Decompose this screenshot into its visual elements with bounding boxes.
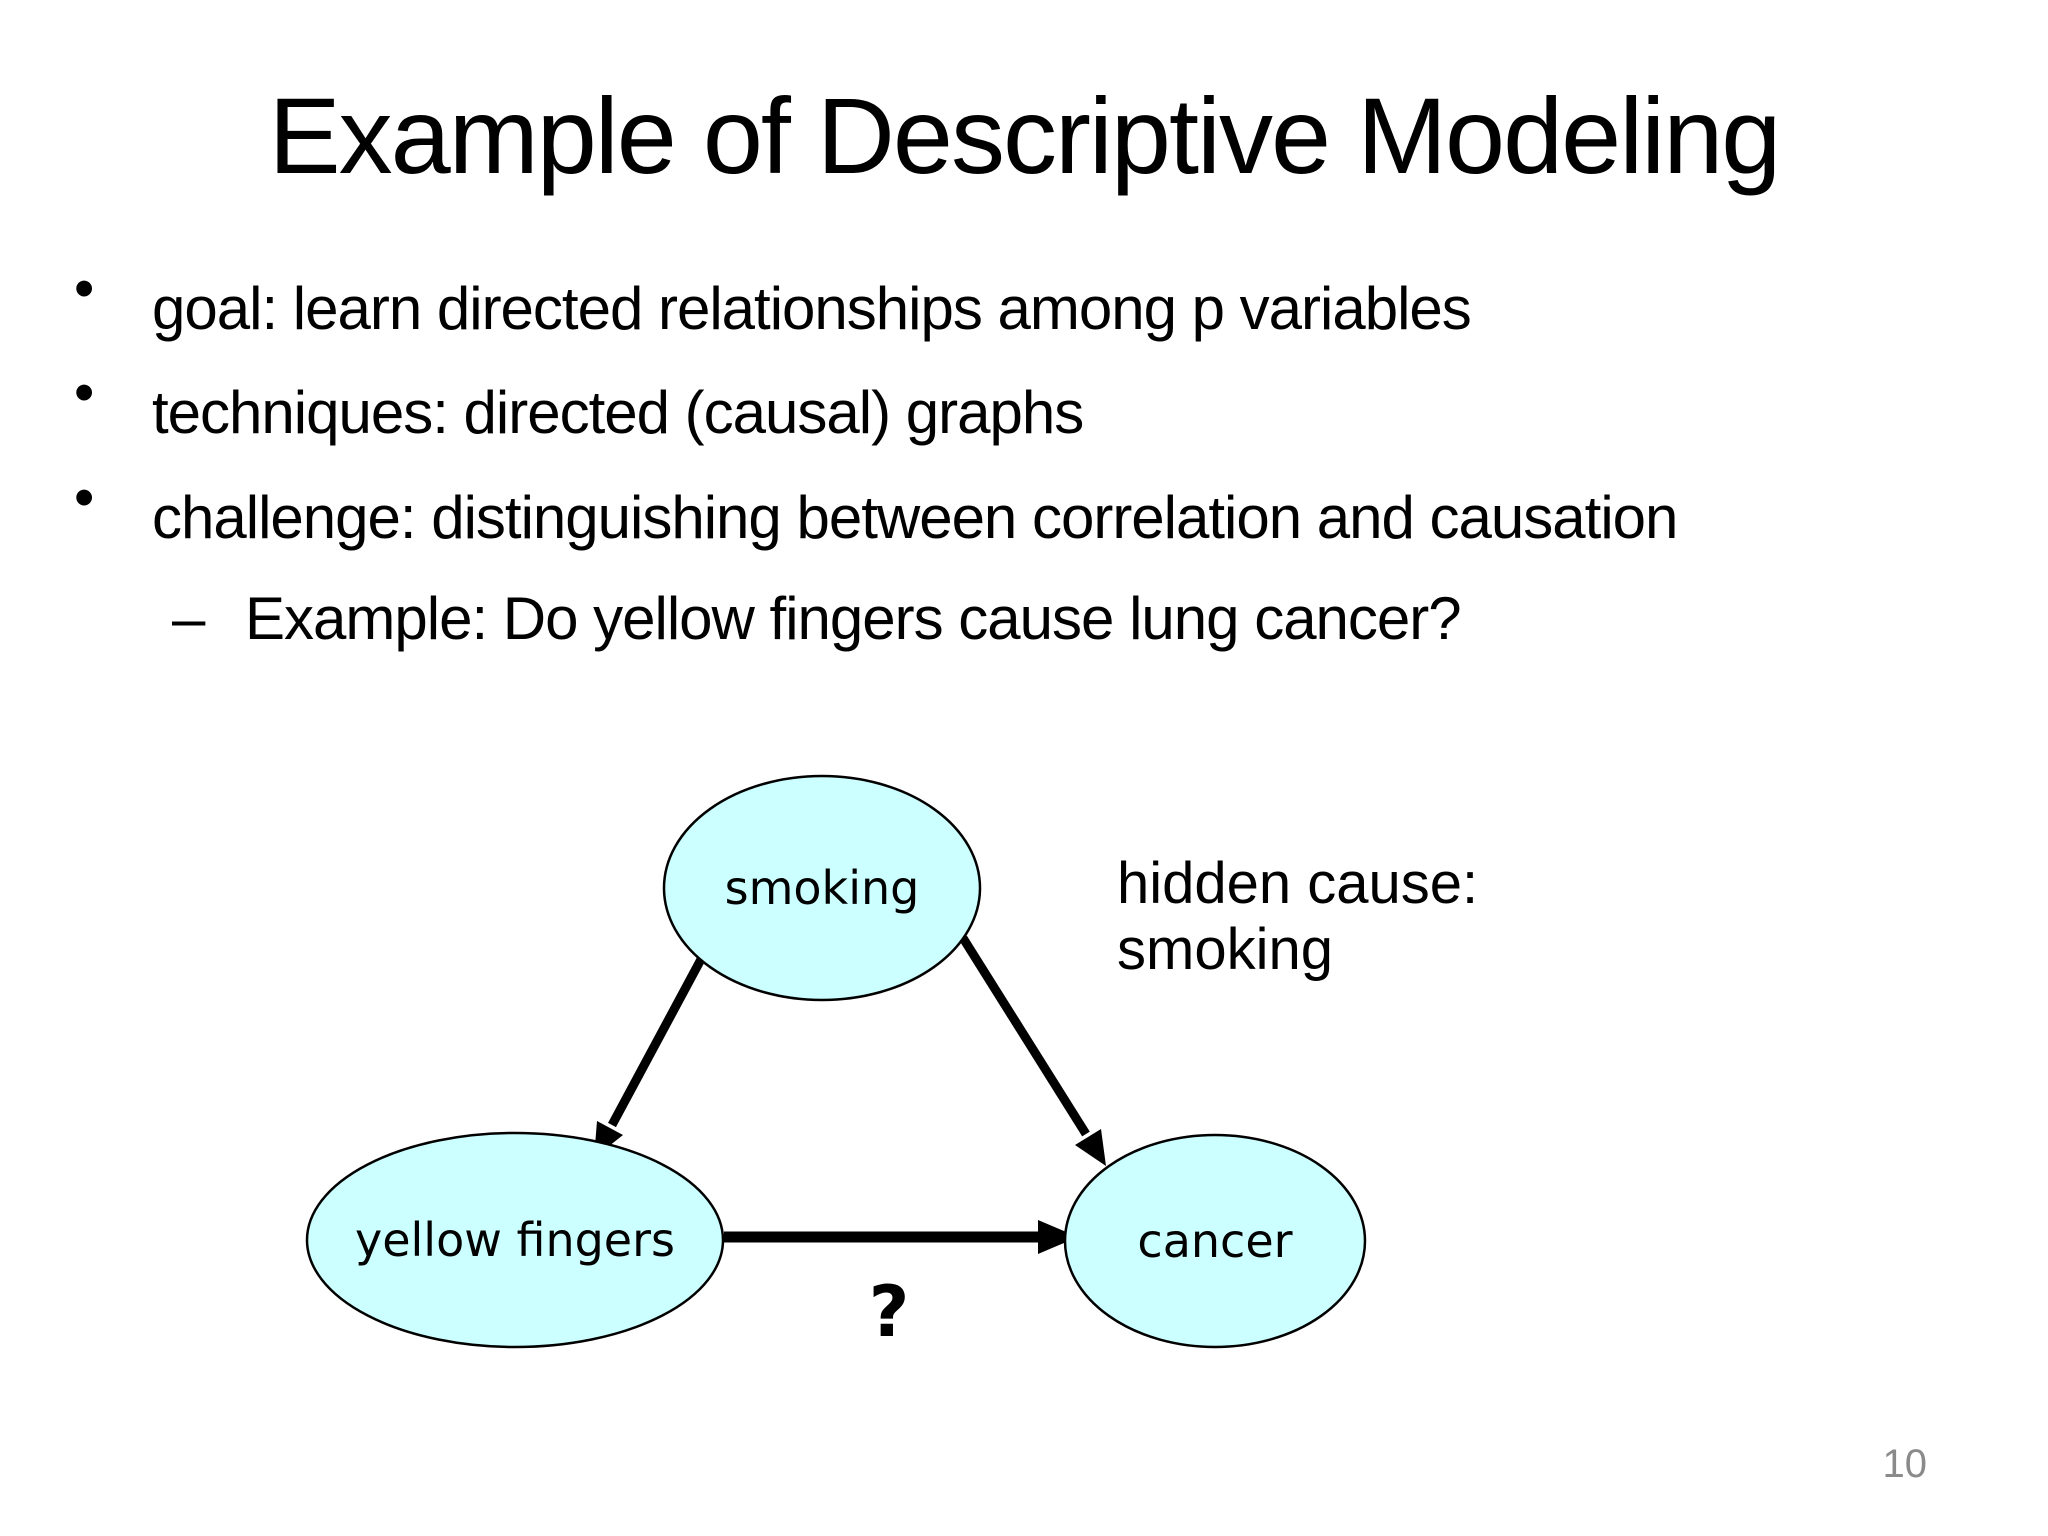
node-smoking-label: smoking <box>725 861 920 915</box>
edge-line <box>608 947 710 1128</box>
sub-bullet-item-example: – Example: Do yellow fingers cause lung … <box>0 586 1950 652</box>
page-number: 10 <box>1882 1442 1928 1486</box>
bullet-icon: • <box>74 256 95 321</box>
node-smoking-ellipse <box>662 774 982 1002</box>
sub-bullet-text: Example: Do yellow fingers cause lung ca… <box>245 585 1462 652</box>
bullet-text: challenge: distinguishing between correl… <box>152 484 1678 551</box>
bullet-item-challenge: • challenge: distinguishing between corr… <box>0 465 1950 551</box>
node-smoking: smoking <box>662 774 982 1002</box>
arrowhead-icon <box>1038 1220 1078 1254</box>
edge-line <box>959 935 1090 1137</box>
slide-title: Example of Descriptive Modeling <box>268 75 1782 196</box>
edge-smoking-to-cancer <box>959 935 1106 1166</box>
bullet-text: techniques: directed (causal) graphs <box>152 379 1084 446</box>
edge-smoking-to-yellow-fingers <box>594 947 710 1158</box>
hidden-cause-line2: smoking <box>1117 917 1333 982</box>
node-yellow-fingers: yellow fingers <box>305 1131 725 1349</box>
node-cancer-ellipse <box>1063 1133 1367 1349</box>
node-cancer: cancer <box>1063 1133 1367 1349</box>
dash-icon: – <box>172 585 205 652</box>
hidden-cause-annotation: hidden cause: smoking <box>1117 851 1478 982</box>
bullet-text: goal: learn directed relationships among… <box>152 275 1472 342</box>
node-yellow-fingers-label: yellow fingers <box>355 1213 675 1267</box>
arrowhead-icon <box>1075 1129 1106 1166</box>
bullet-item-techniques: • techniques: directed (causal) graphs <box>0 360 1950 446</box>
bullet-icon: • <box>74 465 95 530</box>
edge-question-mark-label: ? <box>869 1271 910 1353</box>
bullet-item-goal: • goal: learn directed relationships amo… <box>0 256 1950 342</box>
node-cancer-label: cancer <box>1137 1214 1292 1268</box>
bullet-icon: • <box>74 360 95 425</box>
hidden-cause-line1: hidden cause: <box>1117 851 1478 916</box>
edge-yellow-fingers-to-cancer <box>724 1220 1078 1254</box>
node-yellow-fingers-ellipse <box>305 1131 725 1349</box>
